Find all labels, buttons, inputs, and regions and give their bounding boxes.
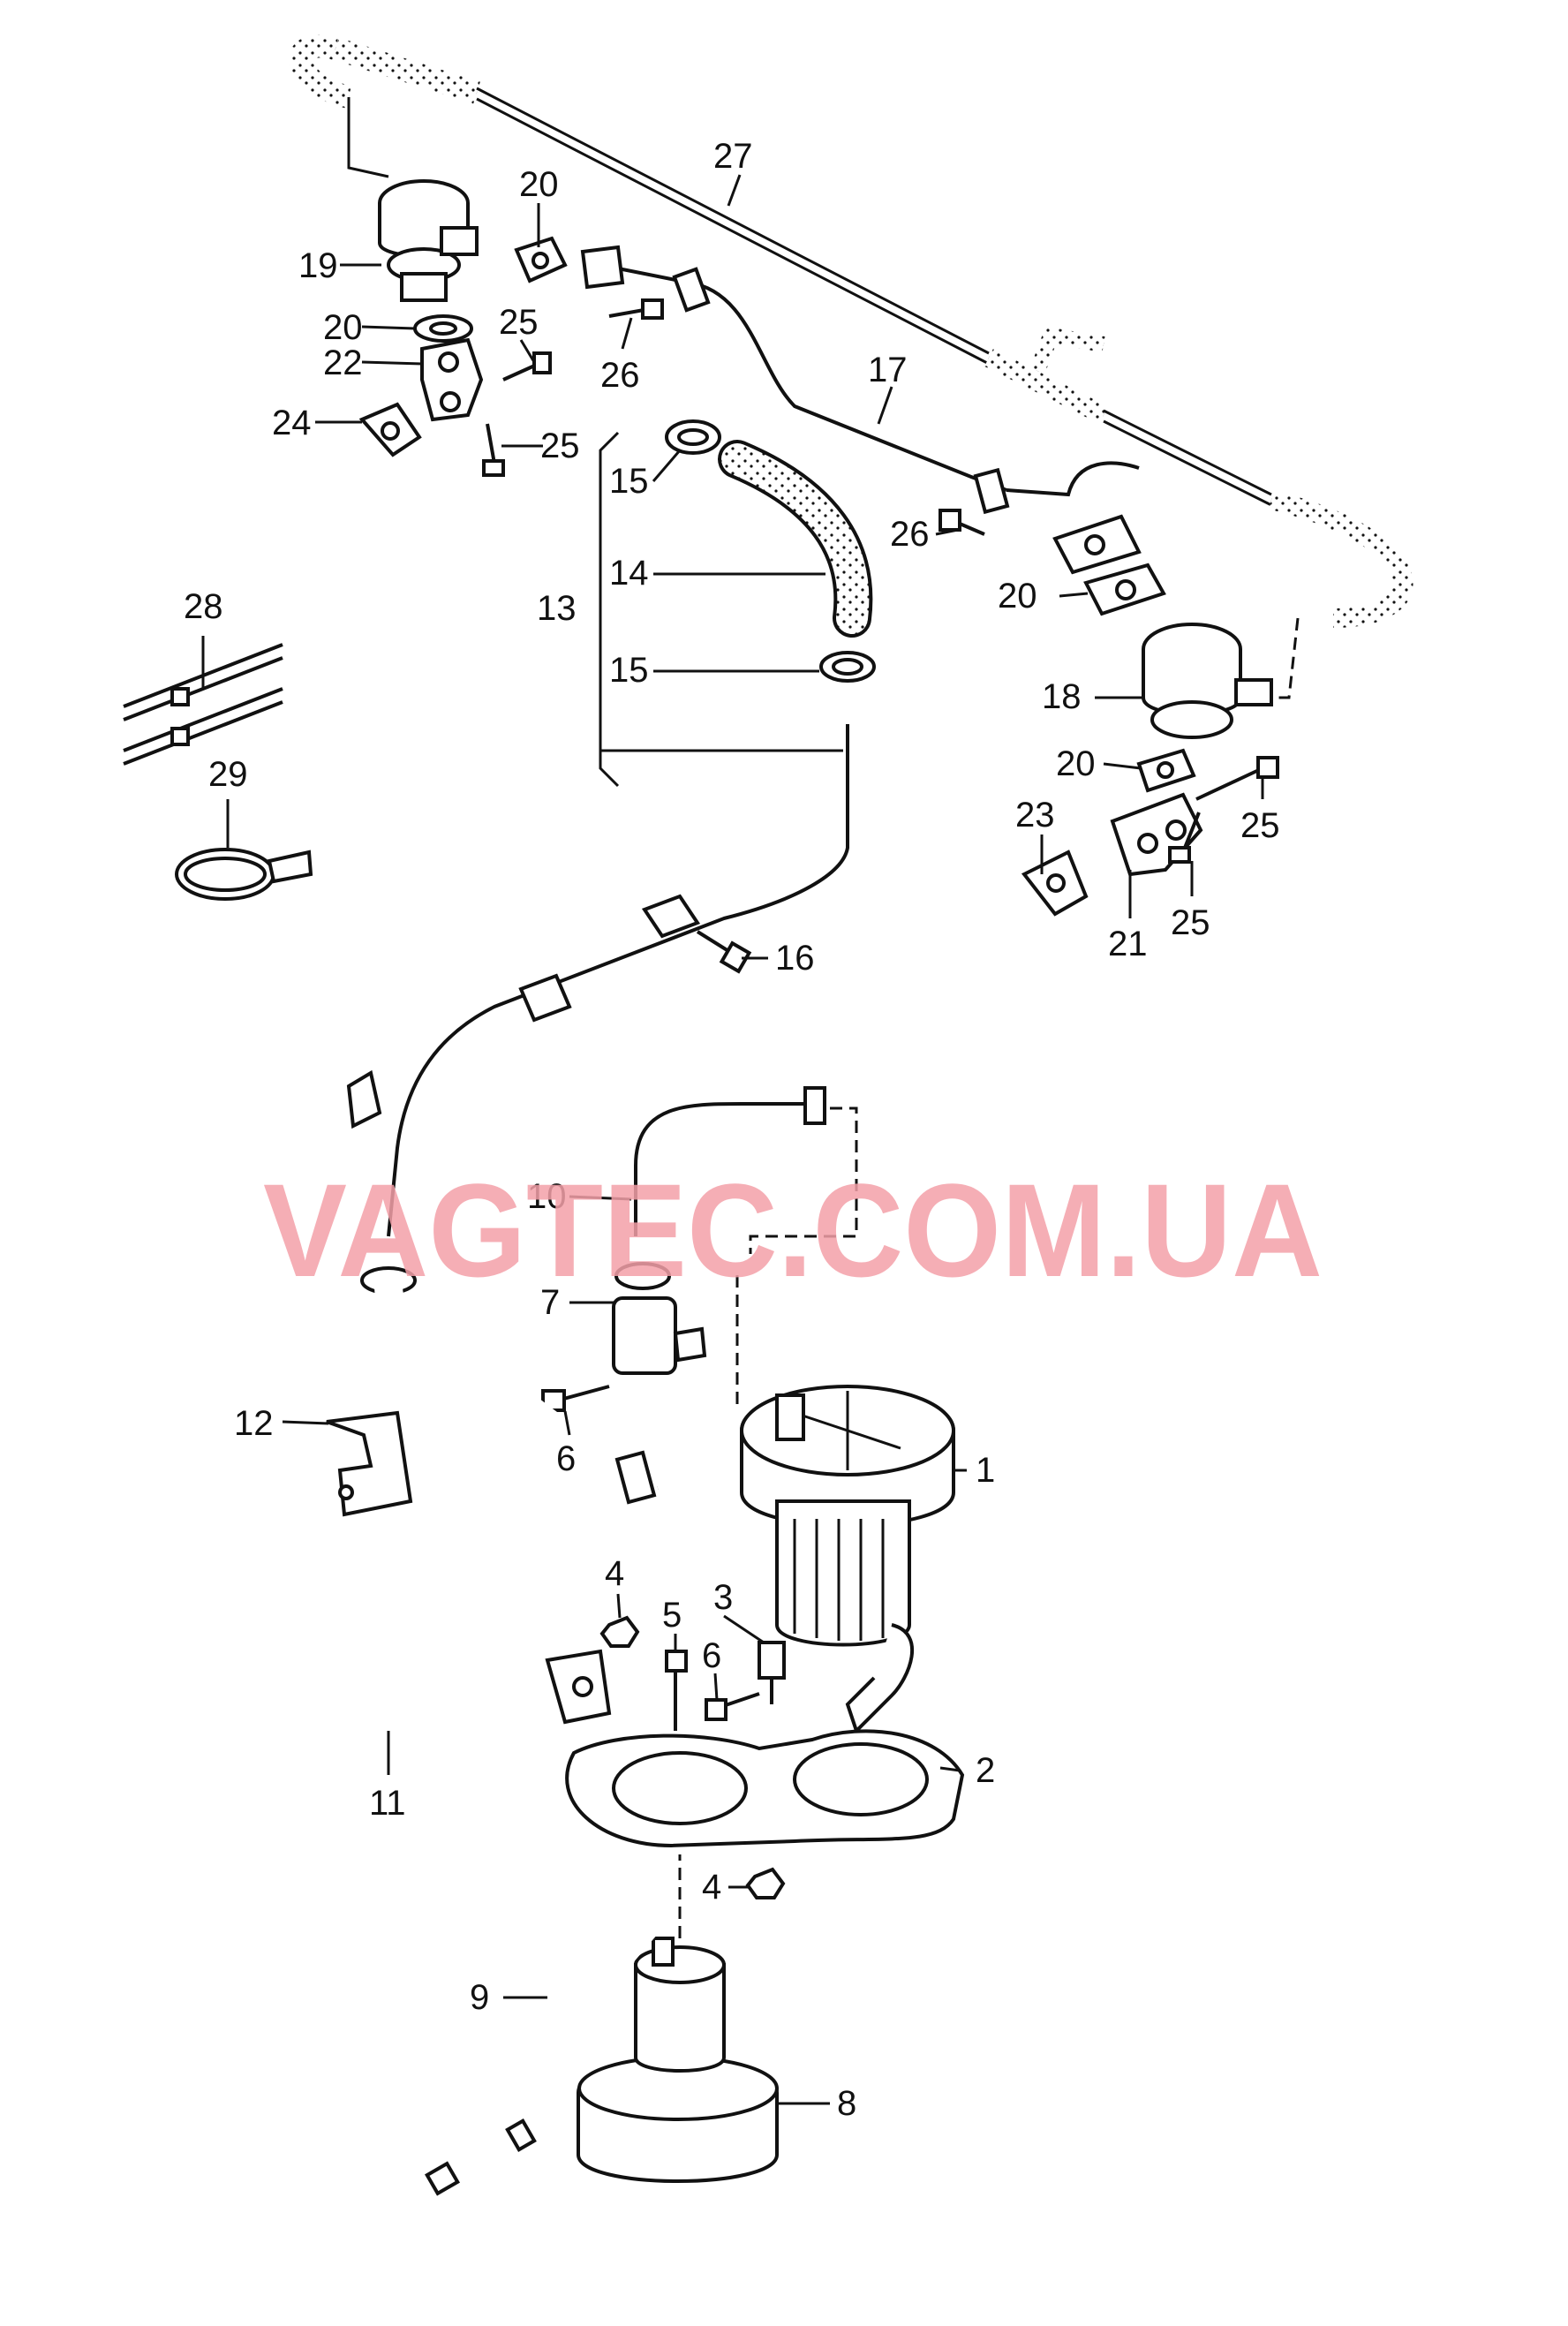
- bolt-16: [696, 930, 752, 974]
- bolt-26a: [608, 298, 664, 320]
- callout-25a: 25: [499, 303, 539, 342]
- callout-26b: 26: [890, 515, 930, 554]
- gasket-20a: [514, 236, 568, 283]
- callout-4a: 4: [605, 1554, 624, 1593]
- callout-20a: 20: [519, 165, 559, 204]
- bolt-26b: [939, 509, 985, 536]
- callout-4b: 4: [702, 1868, 721, 1907]
- callout-7: 7: [540, 1283, 560, 1322]
- callout-17: 17: [868, 351, 908, 389]
- callout-11: 11: [369, 1784, 406, 1823]
- callouts: 27 20 19 20 22 25 26 24 25 17 15 14 13 1…: [184, 137, 1280, 2123]
- callout-5: 5: [662, 1596, 682, 1635]
- callout-3: 3: [713, 1578, 733, 1617]
- callout-18: 18: [1042, 677, 1082, 716]
- leader-lines: [201, 174, 1264, 2105]
- callout-20b: 20: [323, 308, 363, 347]
- bolt-25d: [1168, 812, 1201, 864]
- callout-14: 14: [609, 554, 649, 593]
- gasket-20d: [1136, 748, 1196, 793]
- callout-2: 2: [976, 1751, 995, 1790]
- combi-valve-18: [1142, 623, 1273, 739]
- nut-4a: [599, 1615, 640, 1648]
- bolt-25b: [482, 423, 505, 477]
- callout-29: 29: [208, 755, 248, 794]
- callout-16: 16: [775, 939, 815, 978]
- callout-12: 12: [234, 1404, 274, 1443]
- gasket-24: [358, 402, 422, 457]
- callout-6a: 6: [556, 1439, 576, 1478]
- bolt-6b: [705, 1692, 760, 1721]
- screw-5: [665, 1650, 688, 1731]
- callout-22: 22: [323, 344, 363, 382]
- hose-10: [634, 1086, 858, 1254]
- vacuum-hose-27: [289, 34, 1413, 699]
- pipe-13: [346, 724, 849, 1237]
- hose-11: [293, 1266, 660, 1756]
- gasket-20c: [1052, 514, 1142, 575]
- flange-22: [420, 337, 484, 422]
- callout-13: 13: [537, 589, 577, 628]
- gasket-20b: [413, 314, 473, 343]
- air-filter-8: [577, 1854, 779, 2183]
- callout-25c: 25: [1240, 806, 1280, 845]
- callout-19: 19: [298, 246, 338, 285]
- watermark-text: VAGTEC.COM.UA: [263, 1156, 1323, 1304]
- bracket-12: [326, 1410, 413, 1517]
- callout-1: 1: [976, 1451, 995, 1490]
- callout-20d: 20: [1056, 744, 1096, 783]
- hose-14: [718, 440, 873, 638]
- clamp-15a: [665, 419, 721, 455]
- callout-15a: 15: [609, 462, 649, 501]
- callout-24: 24: [272, 404, 312, 442]
- bolt-25c: [1195, 756, 1279, 801]
- secondary-air-pump-1: [735, 1272, 955, 1734]
- callout-8: 8: [837, 2084, 856, 2123]
- callout-15b: 15: [609, 651, 649, 690]
- combi-valve-19: [378, 179, 479, 302]
- cable-tie-29: [175, 848, 313, 901]
- callout-27: 27: [713, 137, 753, 176]
- bolt-6a: [541, 1385, 610, 1412]
- hose-9: [425, 1856, 664, 2196]
- bolt-25a: [502, 351, 552, 381]
- check-valve-7: [612, 1262, 707, 1375]
- callout-23: 23: [1015, 796, 1055, 834]
- callout-25b: 25: [540, 427, 580, 465]
- callout-25d: 25: [1171, 903, 1210, 942]
- callout-6b: 6: [702, 1636, 721, 1675]
- callout-9: 9: [470, 1978, 489, 2017]
- callout-10: 10: [527, 1177, 567, 1216]
- callout-26a: 26: [600, 356, 640, 395]
- clamp-15b: [819, 651, 876, 683]
- callout-21: 21: [1108, 925, 1148, 963]
- gasket-20c2: [1083, 563, 1166, 616]
- bracket-2: [545, 1649, 965, 1848]
- callout-20c: 20: [998, 577, 1037, 615]
- callout-28: 28: [184, 587, 223, 626]
- gasket-23: [1021, 850, 1089, 917]
- sensor-3: [758, 1641, 786, 1704]
- combi-pipe-17: [580, 245, 1140, 515]
- nut-4b: [745, 1867, 786, 1899]
